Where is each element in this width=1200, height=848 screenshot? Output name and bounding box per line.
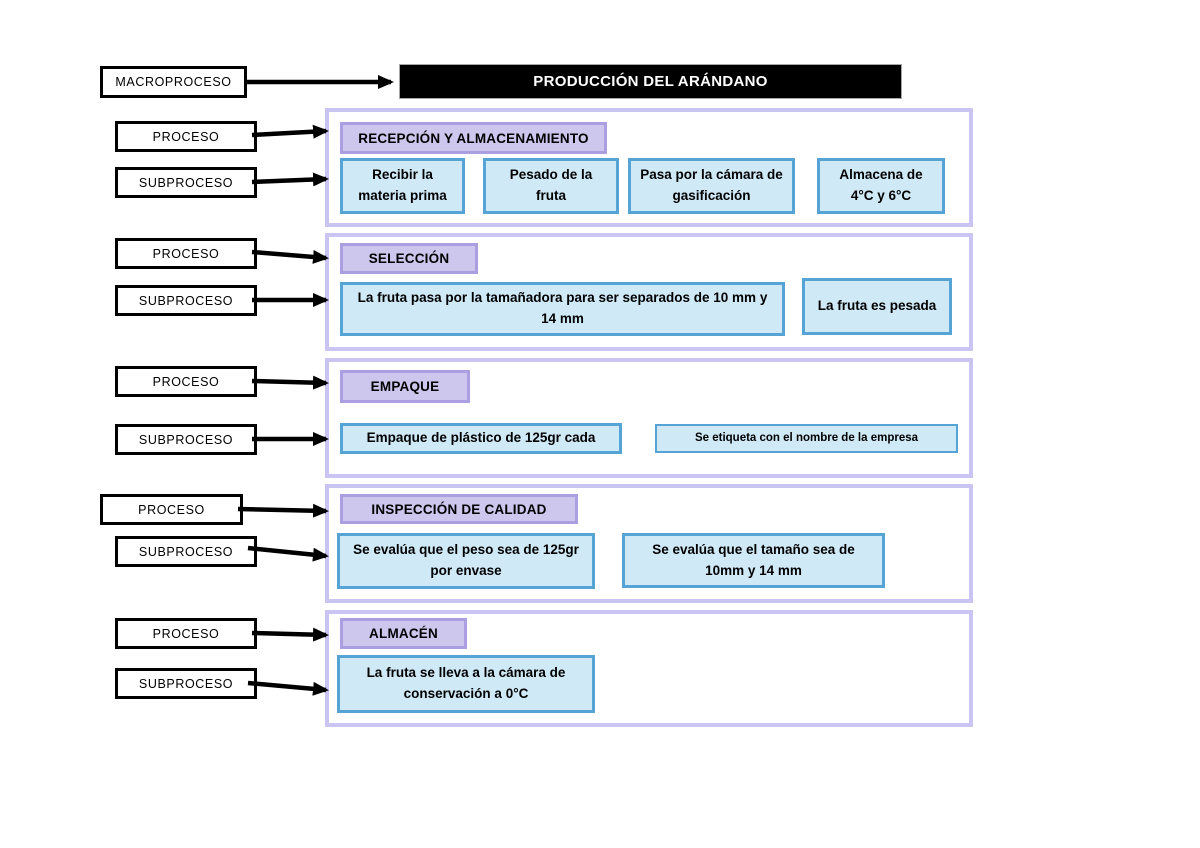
section-title-inspeccion: INSPECCIÓN DE CALIDAD <box>340 494 578 524</box>
diagram-title-banner: PRODUCCIÓN DEL ARÁNDANO <box>399 64 902 99</box>
section-seleccion: SELECCIÓN La fruta pasa por la tamañador… <box>325 233 973 351</box>
arrow-process-1 <box>251 124 329 139</box>
section-title-recepcion: RECEPCIÓN Y ALMACENAMIENTO <box>340 122 607 154</box>
section-title-empaque: EMPAQUE <box>340 370 470 403</box>
arrow-subprocess-5 <box>247 680 329 696</box>
arrow-process-3 <box>251 375 329 390</box>
subprocess-box: Pasa por la cámara de gasificación <box>628 158 795 214</box>
arrow-process-4 <box>237 503 329 518</box>
subprocess-label-box-5: SUBPROCESO <box>115 668 257 699</box>
process-label-box-3: PROCESO <box>115 366 257 397</box>
section-recepcion: RECEPCIÓN Y ALMACENAMIENTO Recibir la ma… <box>325 108 973 227</box>
subprocess-box: La fruta se lleva a la cámara de conserv… <box>337 655 595 713</box>
process-label-box-1: PROCESO <box>115 121 257 152</box>
section-empaque: EMPAQUE Empaque de plástico de 125gr cad… <box>325 358 973 478</box>
process-label-box-4: PROCESO <box>100 494 243 525</box>
section-inspeccion: INSPECCIÓN DE CALIDAD Se evalúa que el p… <box>325 484 973 603</box>
subprocess-box: La fruta pasa por la tamañadora para ser… <box>340 282 785 336</box>
subprocess-box: Pesado de la fruta <box>483 158 619 214</box>
subprocess-box: Se etiqueta con el nombre de la empresa <box>655 424 958 453</box>
arrow-process-5 <box>251 627 329 642</box>
subprocess-label-box-3: SUBPROCESO <box>115 424 257 455</box>
subprocess-box: Recibir la materia prima <box>340 158 465 214</box>
subprocess-label-box-2: SUBPROCESO <box>115 285 257 316</box>
section-title-seleccion: SELECCIÓN <box>340 243 478 274</box>
subprocess-label-box-1: SUBPROCESO <box>115 167 257 198</box>
arrow-process-2 <box>251 249 329 264</box>
process-label-box-2: PROCESO <box>115 238 257 269</box>
section-almacen: ALMACÉN La fruta se lleva a la cámara de… <box>325 610 973 727</box>
subprocess-label-box-4: SUBPROCESO <box>115 536 257 567</box>
macroprocess-label-box: MACROPROCESO <box>100 66 247 98</box>
process-label-box-5: PROCESO <box>115 618 257 649</box>
subprocess-box: Se evalúa que el peso sea de 125gr por e… <box>337 533 595 589</box>
section-title-almacen: ALMACÉN <box>340 618 467 649</box>
subprocess-box: Se evalúa que el tamaño sea de 10mm y 14… <box>622 533 885 588</box>
subprocess-box: Almacena de 4°C y 6°C <box>817 158 945 214</box>
arrow-subprocess-1 <box>251 172 329 187</box>
subprocess-box: Empaque de plástico de 125gr cada <box>340 423 622 454</box>
subprocess-box: La fruta es pesada <box>802 278 952 335</box>
arrow-subprocess-4 <box>247 545 329 562</box>
